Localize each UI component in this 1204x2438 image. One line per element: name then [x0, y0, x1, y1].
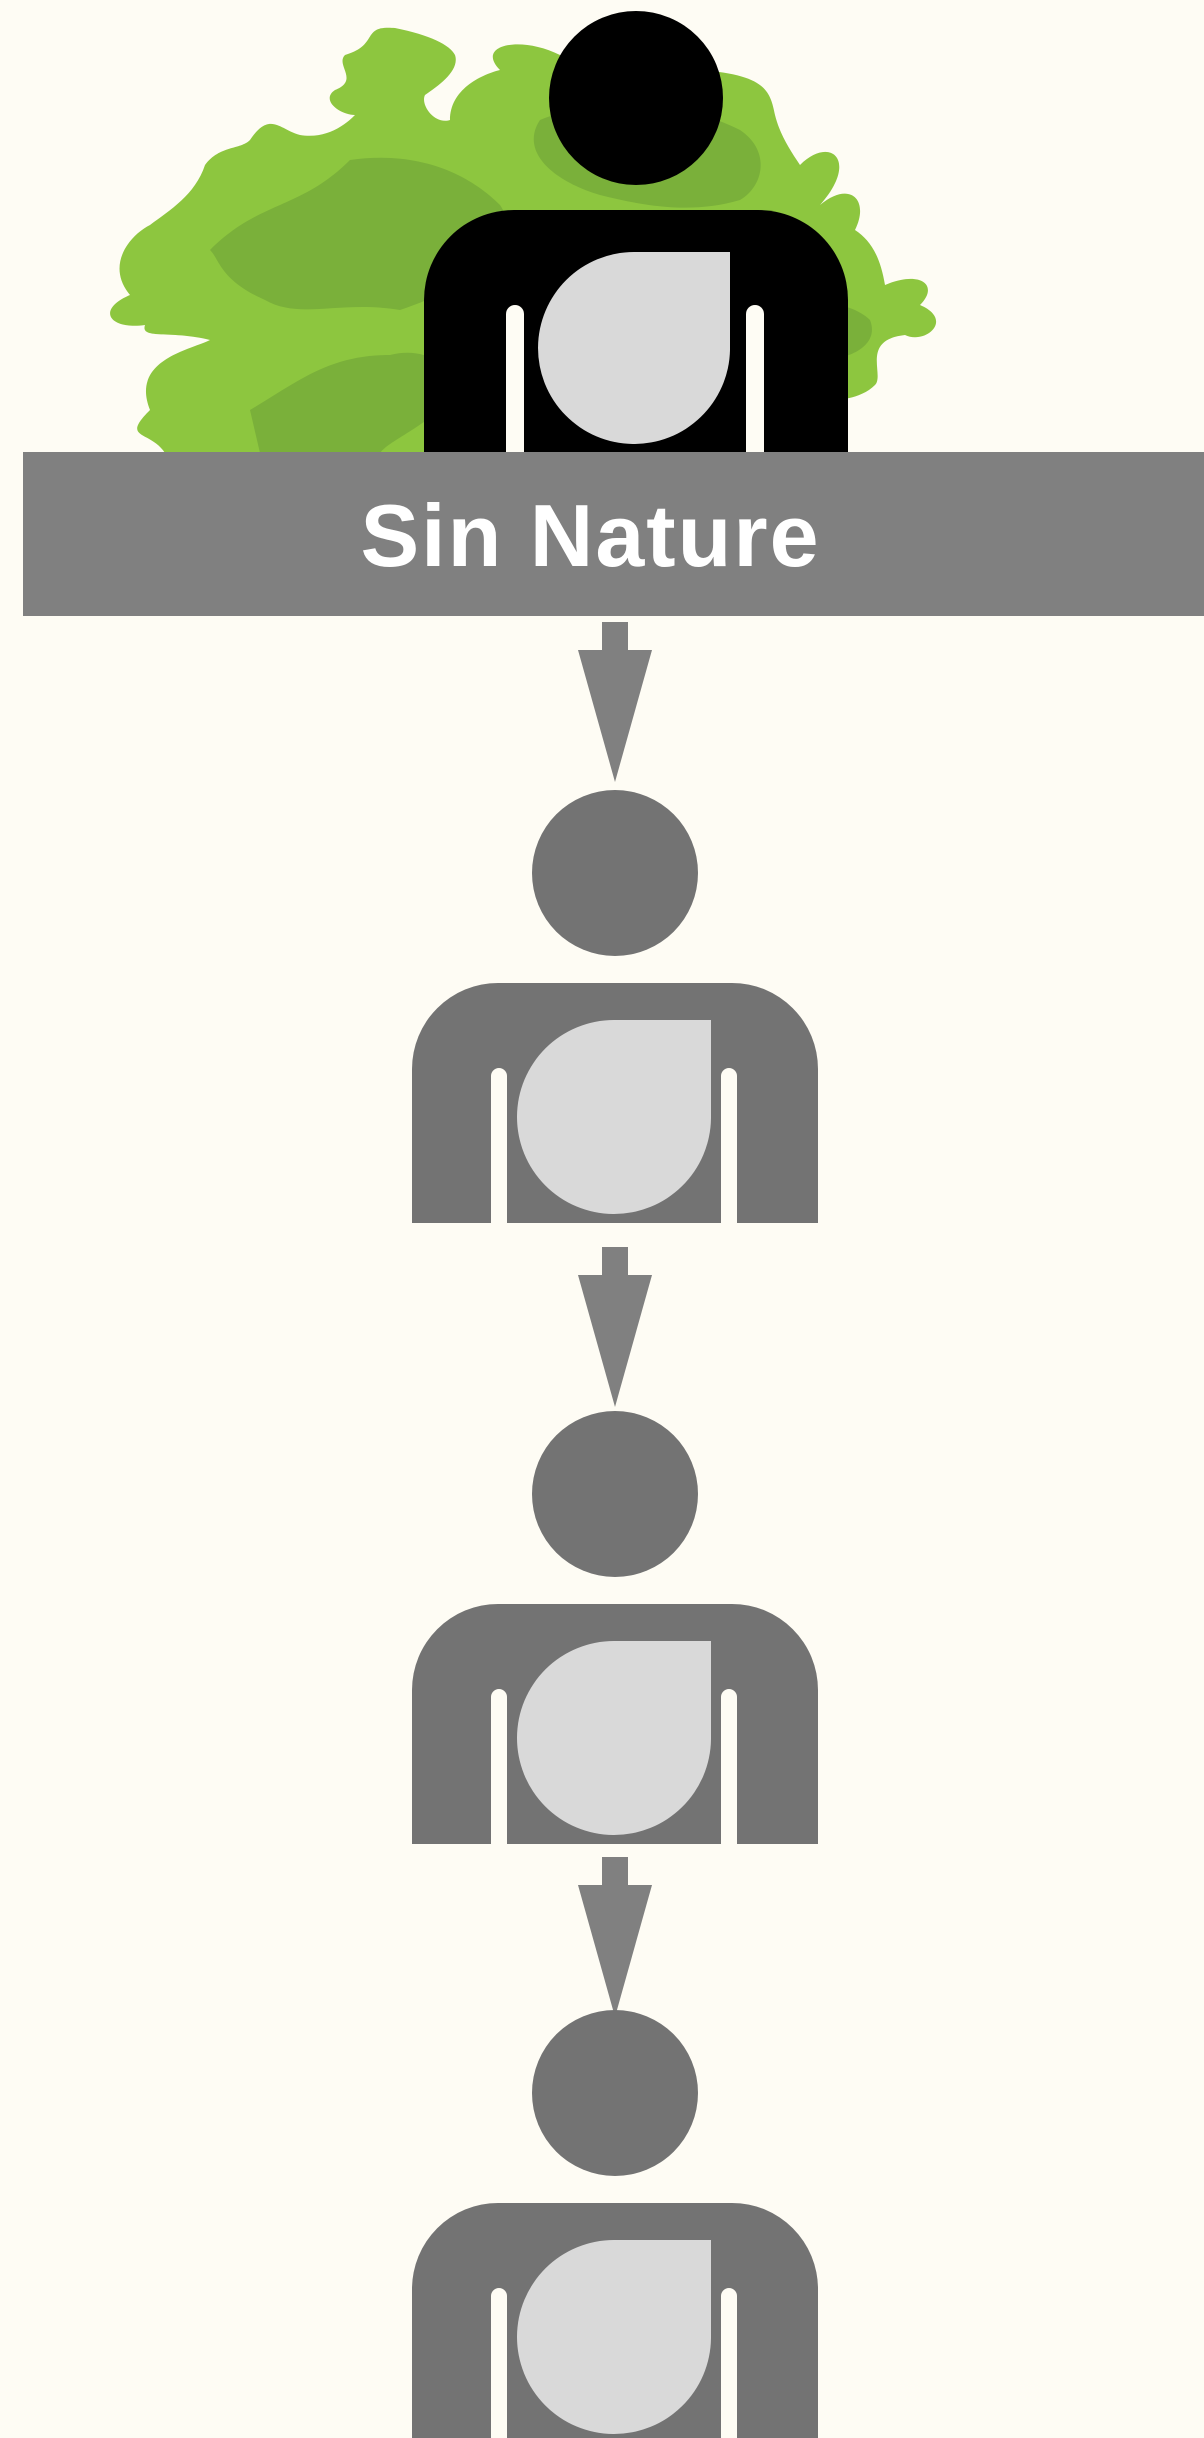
diagram-title: Sin Nature — [360, 485, 820, 587]
arrow-down-icon — [578, 1857, 652, 2017]
descendants-group — [412, 790, 818, 2438]
arrow-down-icon — [578, 622, 652, 782]
person-icon — [412, 1411, 818, 1854]
person-icon — [412, 790, 818, 1233]
person-icon — [412, 2010, 818, 2438]
arrow-down-icon — [578, 1247, 652, 1407]
title-banner: Sin Nature — [23, 452, 1204, 616]
